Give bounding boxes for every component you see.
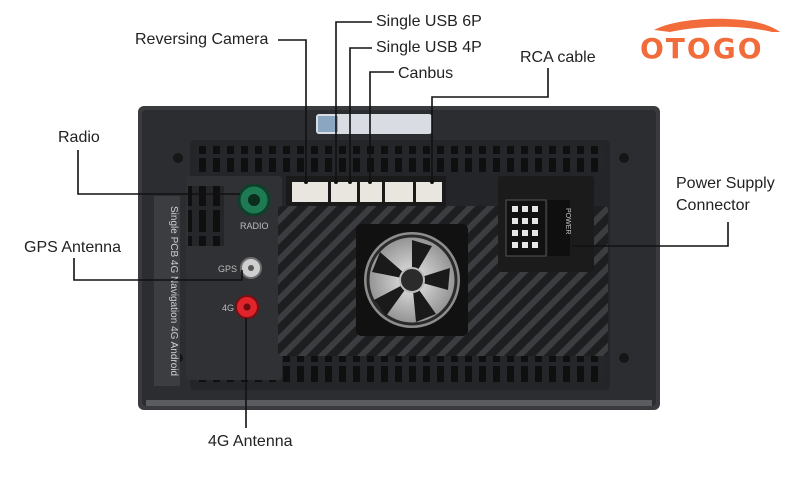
gps-port-label: GPS: [218, 264, 237, 274]
mount-hole: [619, 153, 629, 163]
mount-hole: [619, 353, 629, 363]
mount-hole: [173, 153, 183, 163]
label-single-usb-4p: Single USB 4P: [376, 39, 482, 56]
connector-usb-4p: [360, 182, 382, 202]
label-reversing-camera: Reversing Camera: [135, 31, 269, 48]
label-4g-antenna: 4G Antenna: [208, 433, 293, 450]
car-silhouette-icon: [654, 18, 780, 32]
product-sticker: [316, 114, 432, 134]
label-radio: Radio: [58, 129, 100, 146]
connector-rca: [416, 182, 442, 202]
side-sticker: [154, 196, 180, 386]
4g-port-label: 4G: [222, 303, 234, 313]
label-power-supply-line1: Power Supply: [676, 175, 775, 192]
side-sticker-text: Single PCB 4G Navigation 4G Android: [168, 206, 179, 376]
brand-logo: OTOGO: [636, 16, 786, 65]
label-gps-antenna: GPS Antenna: [24, 239, 121, 256]
connector-usb-6p: [331, 182, 357, 202]
label-single-usb-6p: Single USB 6P: [376, 13, 482, 30]
power-port-label: POWER: [564, 208, 571, 234]
connector-camera: [292, 182, 328, 202]
callout-lines: [73, 21, 729, 428]
radio-port-label: RADIO: [240, 221, 269, 231]
label-rca-cable: RCA cable: [520, 49, 596, 66]
connector-canbus: [385, 182, 413, 202]
logo-text: OTOGO: [640, 32, 764, 62]
label-canbus: Canbus: [398, 65, 454, 82]
label-power-supply-line2: Connector: [676, 197, 750, 214]
